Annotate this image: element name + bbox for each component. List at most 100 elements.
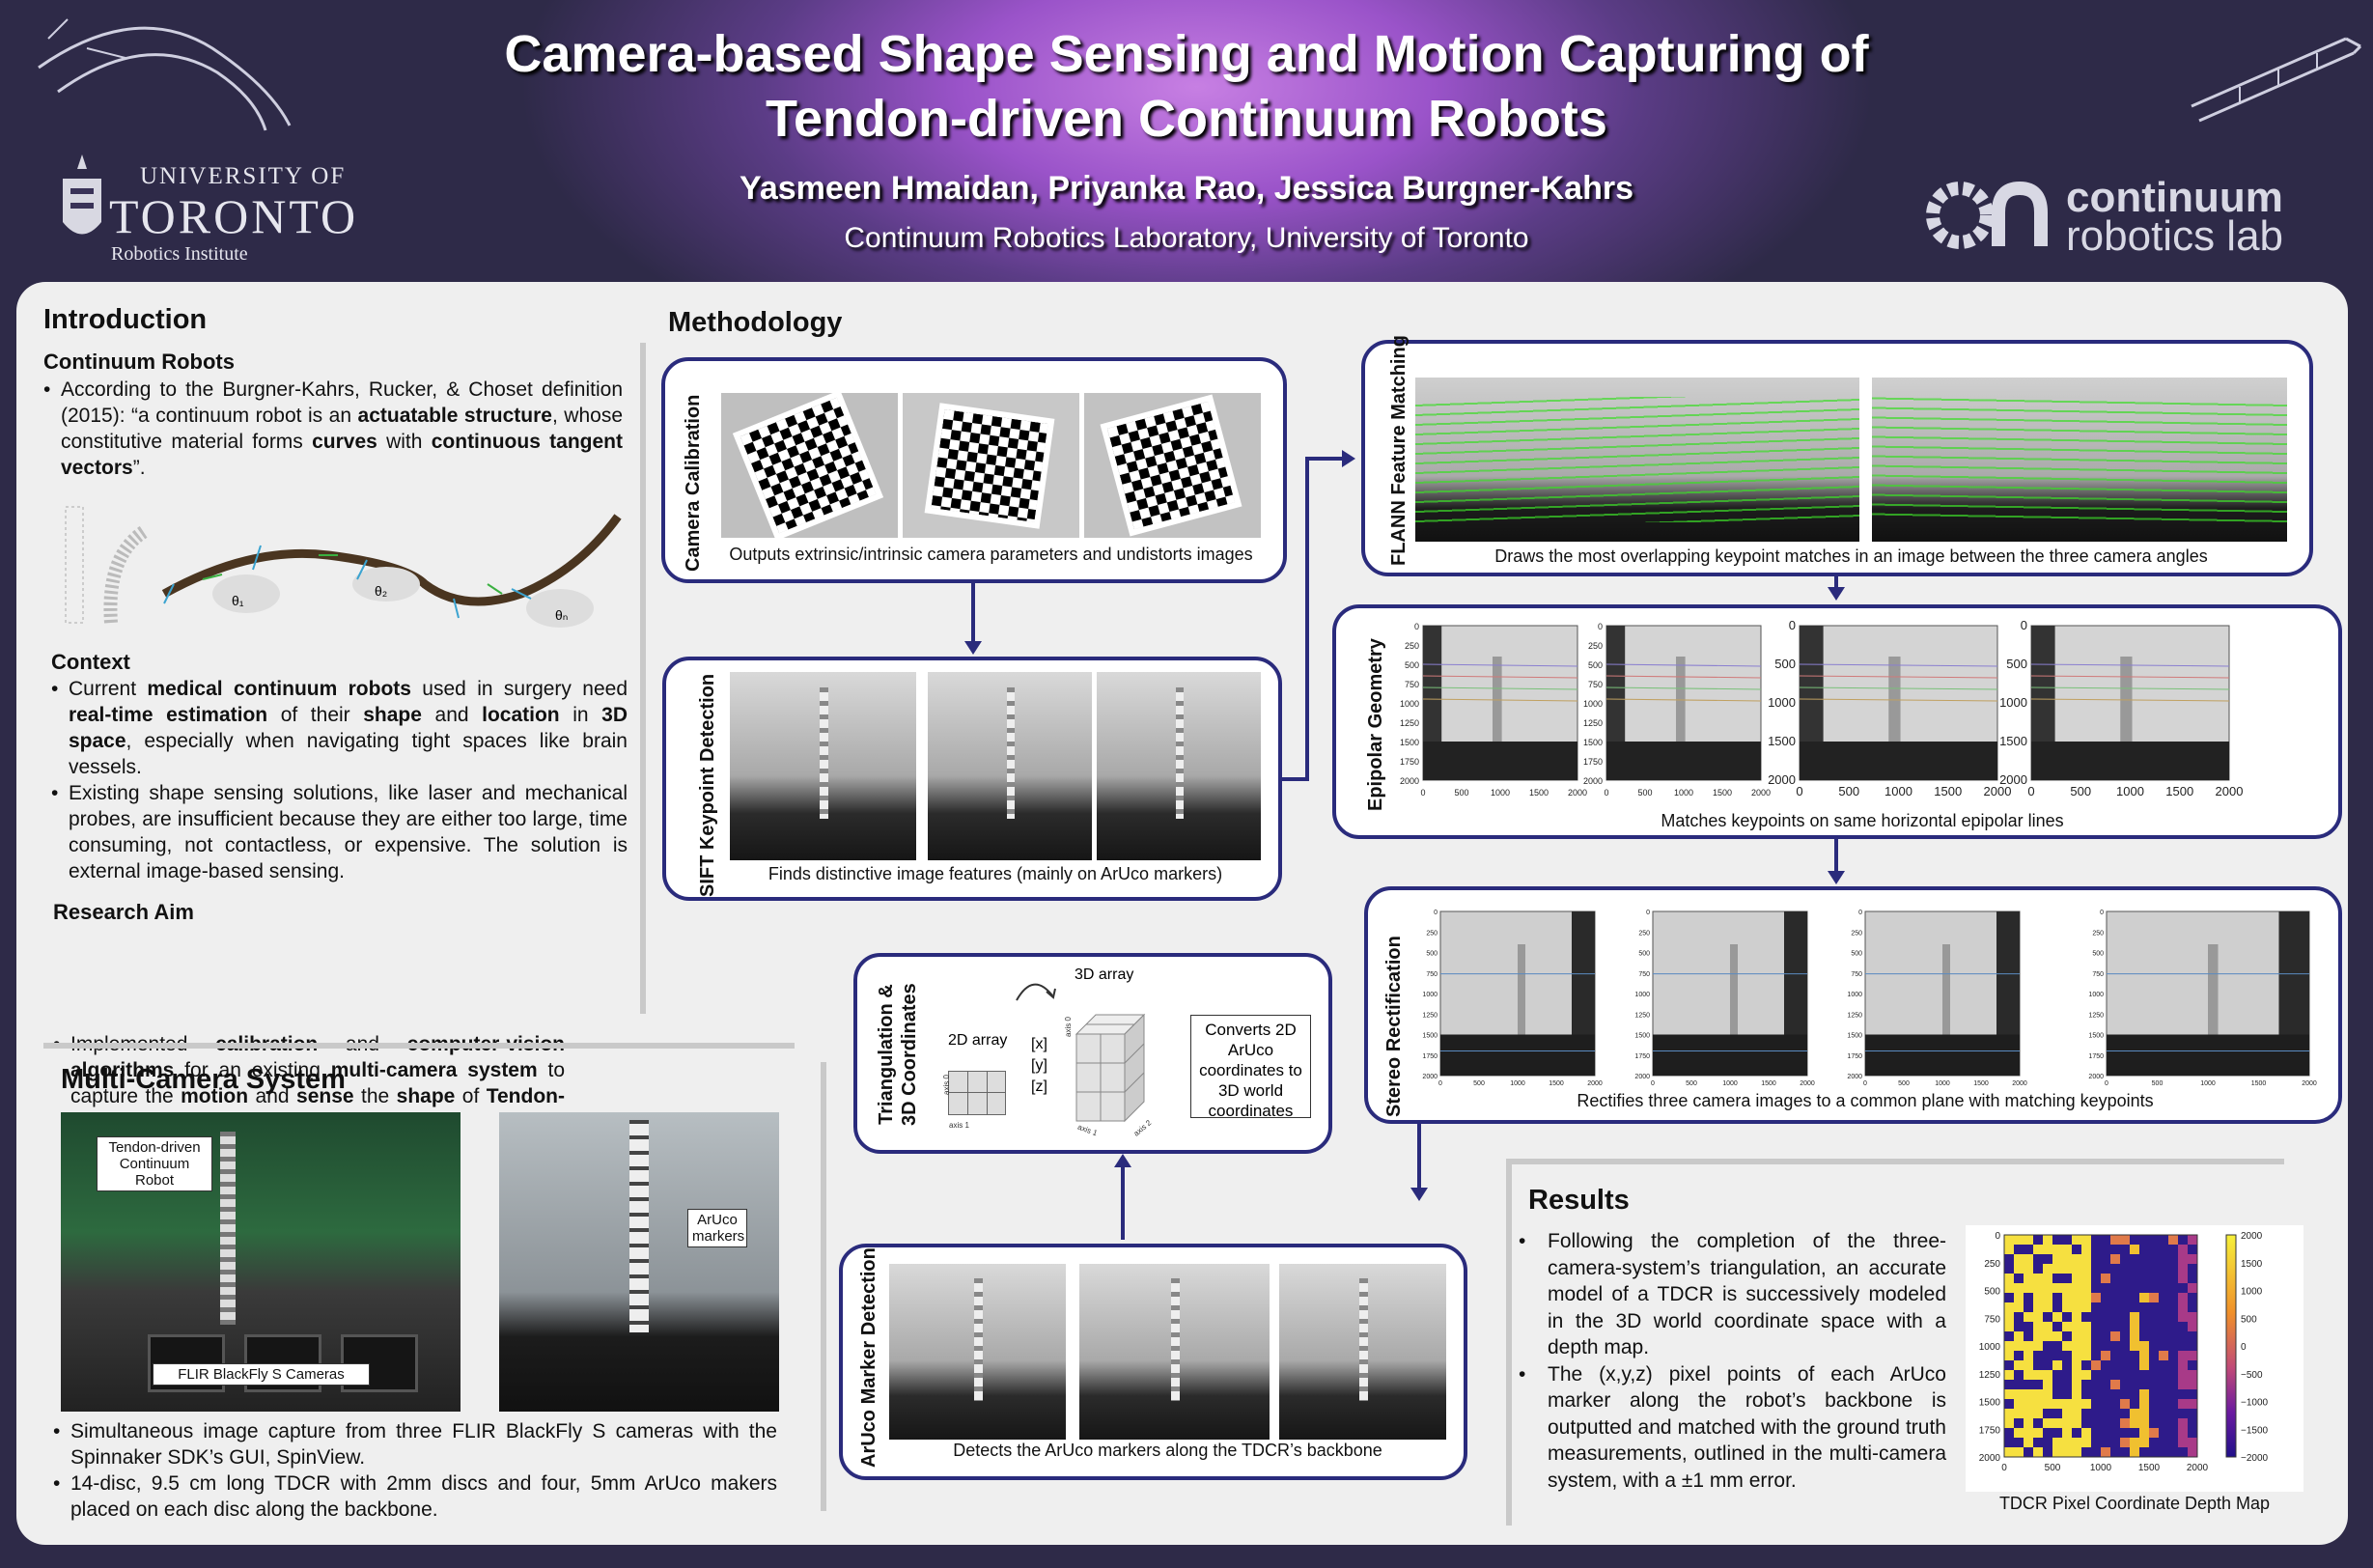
sift-box: SIFT Keypoint Detection Finds distinctiv… bbox=[662, 657, 1282, 901]
tick-label-x: 2000 bbox=[2302, 1080, 2317, 1087]
robot-backbone bbox=[1359, 1277, 1368, 1401]
text: in bbox=[559, 704, 602, 726]
tick-label-y: 0 bbox=[1995, 1231, 2000, 1242]
divider-vertical-2 bbox=[821, 1062, 826, 1511]
uoft-logo: UNIVERSITY OF TORONTO Robotics Institute bbox=[53, 150, 372, 266]
depth-cell bbox=[2178, 1399, 2188, 1409]
tick-label-x: 0 bbox=[2027, 784, 2034, 798]
multicam-photo-markers: ArUco markers bbox=[499, 1112, 779, 1412]
flow-arrow bbox=[1417, 1124, 1421, 1191]
uoft-crest-icon bbox=[63, 154, 101, 235]
depth-cell bbox=[2024, 1312, 2033, 1322]
intro-definition: According to the Burgner-Kahrs, Rucker, … bbox=[43, 377, 623, 481]
depth-cell bbox=[2120, 1438, 2130, 1447]
depth-cell bbox=[2130, 1409, 2139, 1418]
robot-backbone bbox=[629, 1120, 649, 1332]
depth-cell bbox=[2081, 1254, 2091, 1264]
depth-cell bbox=[2139, 1428, 2149, 1438]
tick-label-y: 500 bbox=[1774, 657, 1796, 671]
results-bullets: Following the completion of the three-ca… bbox=[1519, 1228, 1946, 1494]
text: and bbox=[421, 704, 483, 726]
tick-label-y: 1500 bbox=[1634, 1033, 1650, 1040]
depth-cell bbox=[2062, 1438, 2072, 1447]
depth-cell bbox=[2072, 1302, 2081, 1312]
tick-label-y: 2000 bbox=[1400, 776, 1419, 786]
depth-cell bbox=[2130, 1418, 2139, 1428]
sift-image-1 bbox=[730, 672, 916, 860]
tick-label-x: 2000 bbox=[2187, 1463, 2209, 1473]
depth-cell bbox=[2110, 1380, 2120, 1389]
depth-cell bbox=[2033, 1322, 2043, 1331]
tick-label-x: 1000 bbox=[2200, 1080, 2216, 1087]
tick-label-y: 1250 bbox=[1422, 1012, 1438, 1019]
tick-label-y: 1500 bbox=[1583, 738, 1603, 747]
text-bold: motion bbox=[181, 1085, 249, 1107]
depth-cell bbox=[2091, 1360, 2101, 1370]
sift-caption: Finds distinctive image features (mainly… bbox=[768, 864, 1223, 883]
depth-cell bbox=[2014, 1254, 2024, 1264]
triangulation-label-line2: 3D Coordinates bbox=[899, 983, 920, 1126]
depth-cell bbox=[2052, 1283, 2062, 1293]
tick-label-y: 0 bbox=[1789, 618, 1796, 632]
arrow-head-icon bbox=[1342, 450, 1355, 467]
epipolar-line bbox=[2030, 663, 2230, 667]
text-bold: multi-camera system bbox=[330, 1059, 538, 1081]
robot-backbone bbox=[819, 686, 829, 820]
checkerboard-image-2 bbox=[903, 393, 1079, 538]
depth-cell bbox=[2024, 1283, 2033, 1293]
robot-backbone bbox=[973, 1277, 983, 1401]
tick-label-y: 2000 bbox=[1999, 772, 2027, 787]
tick-label-y: 250 bbox=[1426, 930, 1438, 937]
depth-cell bbox=[2139, 1293, 2149, 1302]
tick-label-x: 500 bbox=[1686, 1080, 1697, 1087]
uoft-logo-line2: TORONTO bbox=[109, 189, 359, 243]
text-bold: continuous tangent vectors bbox=[61, 431, 623, 479]
text: Current bbox=[69, 678, 148, 700]
depth-cell bbox=[2139, 1438, 2149, 1447]
poster-title-line1: Camera-based Shape Sensing and Motion Ca… bbox=[504, 25, 1869, 83]
depth-cell bbox=[2101, 1274, 2110, 1283]
depth-cell bbox=[2178, 1274, 2188, 1283]
depth-cell bbox=[2014, 1389, 2024, 1399]
epipolar-line bbox=[1799, 686, 1998, 690]
plot-shade bbox=[2031, 742, 2229, 780]
tick-label-y: 1250 bbox=[1847, 1012, 1862, 1019]
tick-label-y: 250 bbox=[1638, 930, 1650, 937]
depth-cell bbox=[2033, 1370, 2043, 1380]
tick-label-x: 0 bbox=[1796, 784, 1802, 798]
depth-cell bbox=[2081, 1322, 2091, 1331]
text: used in surgery need bbox=[410, 678, 628, 700]
depth-cell bbox=[2178, 1293, 2188, 1302]
depth-cell bbox=[2043, 1380, 2052, 1389]
flann-label: FLANN Feature Matching bbox=[1388, 335, 1410, 566]
epipolar-line bbox=[1605, 675, 1762, 679]
tick-label-x: 1000 bbox=[1510, 1080, 1525, 1087]
depth-cell bbox=[2033, 1274, 2043, 1283]
depth-cell bbox=[2139, 1399, 2149, 1409]
checkerboard-image-3 bbox=[1084, 393, 1261, 538]
tick-label-x: 1000 bbox=[1674, 788, 1693, 798]
tick-label-y: 0 bbox=[1598, 622, 1603, 631]
flow-arrow bbox=[1282, 777, 1309, 781]
text-bold: 3D space bbox=[69, 704, 628, 752]
depth-cell bbox=[2072, 1370, 2081, 1380]
depth-cell bbox=[2178, 1254, 2188, 1264]
text: to capture the bbox=[70, 1059, 566, 1107]
depth-cell bbox=[2043, 1322, 2052, 1331]
tick-label-y: 1000 bbox=[1999, 695, 2027, 710]
depth-cell bbox=[2178, 1370, 2188, 1380]
depth-cell bbox=[2072, 1418, 2081, 1428]
tick-label-y: 750 bbox=[1851, 971, 1862, 978]
depth-cell bbox=[2014, 1428, 2024, 1438]
tick-label-x: 1500 bbox=[1934, 784, 1962, 798]
depth-cell bbox=[2072, 1380, 2081, 1389]
depth-cell bbox=[2130, 1322, 2139, 1331]
tick-label-y: 1000 bbox=[1422, 992, 1438, 998]
depth-cell bbox=[2188, 1370, 2197, 1380]
depth-cell bbox=[2130, 1245, 2139, 1254]
depth-cell bbox=[2024, 1264, 2033, 1274]
depth-cell bbox=[2014, 1341, 2024, 1351]
depth-cell bbox=[2101, 1351, 2110, 1360]
depth-cell bbox=[2062, 1418, 2072, 1428]
tick-label-x: 2000 bbox=[2012, 1080, 2027, 1087]
